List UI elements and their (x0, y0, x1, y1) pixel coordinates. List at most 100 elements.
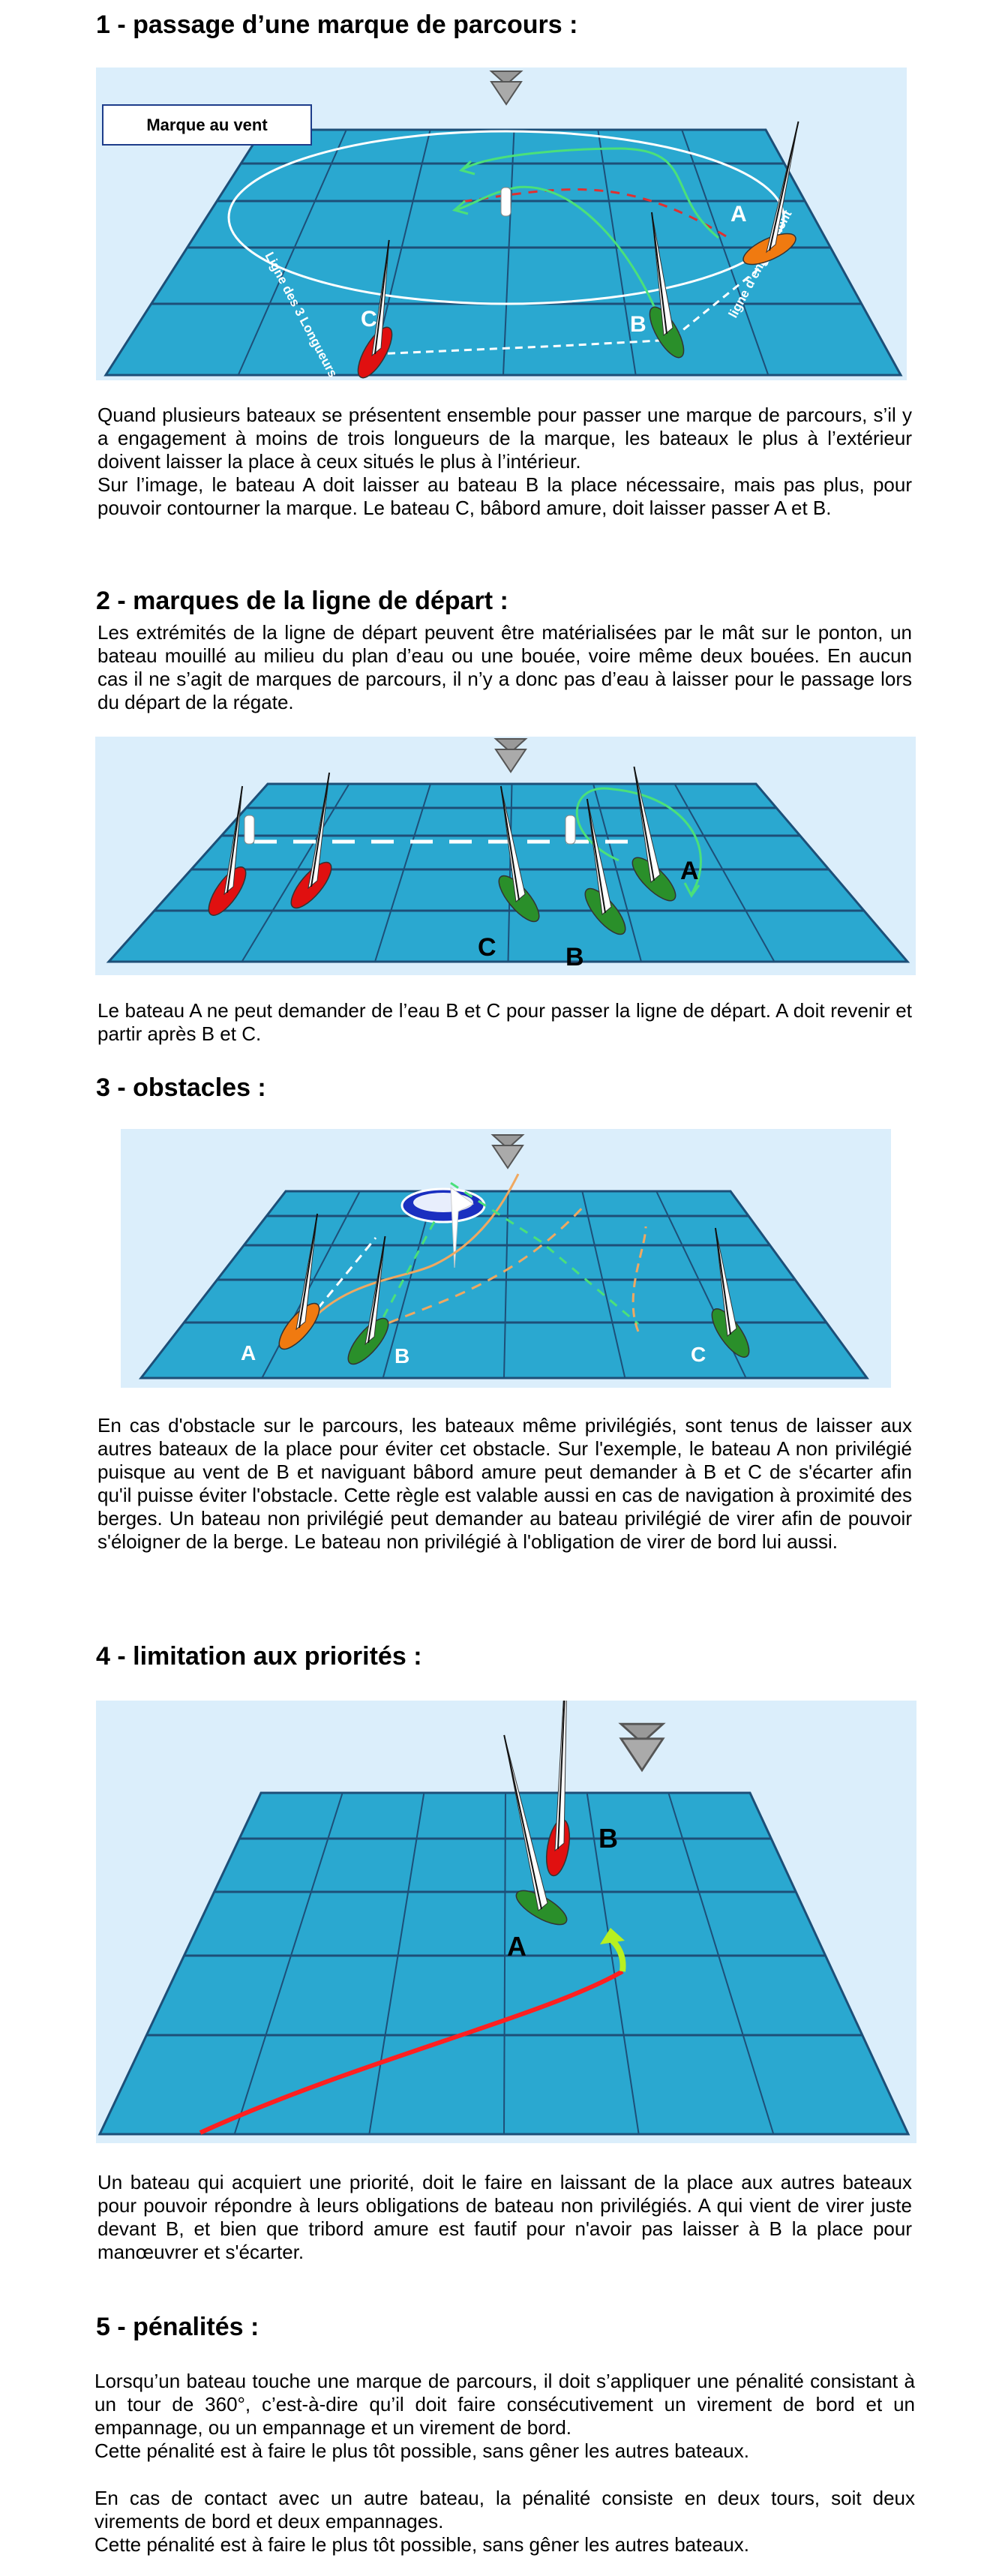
boat-label-b: B (394, 1344, 410, 1368)
section-1-text: Quand plusieurs bateaux se présentent en… (98, 404, 912, 520)
sail (503, 1734, 548, 1911)
penalty-contact-text: En cas de contact avec un autre bateau, … (94, 2487, 915, 2556)
boat-a-green-path (460, 147, 719, 239)
boat-a-path (305, 1173, 520, 1326)
mast (374, 239, 390, 355)
grid-line (668, 1792, 775, 2135)
mast (586, 798, 606, 914)
boat-a-loop-path (575, 787, 702, 895)
grid-line (241, 783, 350, 962)
boat-b (584, 798, 626, 935)
figure-obstacles: A B C (121, 1129, 891, 1388)
mast (368, 1235, 386, 1344)
course-mark-buoy (500, 187, 512, 217)
sail (308, 772, 330, 890)
grid-line (233, 1792, 344, 2135)
paragraph: Cette pénalité est à faire le plus tôt p… (94, 2439, 749, 2462)
mast (503, 1734, 542, 1910)
figure-windward-mark: Ligne des 3 Longueurs ligne d’engagement… (96, 68, 907, 380)
mark-label-box (102, 104, 312, 146)
boat-b-path (371, 1202, 587, 1332)
boat-label-b: B (598, 1823, 618, 1854)
boat-a (503, 1734, 568, 1926)
grid-line (681, 129, 770, 376)
section-5-title: 5 - pénalités : (96, 2313, 260, 2341)
mast (651, 212, 668, 335)
start-buoy-left (244, 815, 255, 845)
sail (296, 1213, 318, 1331)
grid-line (592, 783, 642, 962)
grid-line (503, 1190, 509, 1379)
grid-line (503, 1792, 506, 2135)
boat-a (278, 1213, 320, 1350)
mast (557, 1701, 566, 1850)
boat-a (632, 766, 676, 902)
boat-label-c: C (361, 307, 377, 332)
boat-label-a: A (241, 1341, 256, 1365)
section-2-intro: Les extrémités de la ligne de départ peu… (98, 621, 912, 713)
engagement-line (374, 338, 674, 356)
mast (226, 785, 244, 893)
section-3-title: 3 - obstacles : (96, 1073, 266, 1102)
mast (769, 121, 800, 251)
figure-priority-limit: B A (96, 1701, 916, 2143)
mast (633, 766, 655, 881)
wind-direction-icon (489, 71, 524, 106)
boat-c (498, 785, 540, 923)
section-2-title: 2 - marques de la ligne de départ : (96, 587, 508, 615)
grid-line (581, 1190, 626, 1379)
boat-label-a: A (507, 1931, 526, 1962)
luff-arrowhead (600, 1928, 625, 1944)
grid-line (502, 129, 515, 376)
grid-line (507, 783, 513, 962)
boat-label-a: A (730, 202, 747, 227)
paragraph: Cette pénalité est à faire le plus tôt p… (94, 2533, 749, 2556)
penalty-mark-text: Lorsqu’un bateau touche une marque de pa… (94, 2370, 915, 2463)
wind-direction-icon (494, 738, 528, 773)
boat-label-b: B (566, 943, 584, 971)
boat-label-c: C (691, 1343, 706, 1366)
obstacle-motorboat (400, 1186, 486, 1268)
boat-b (649, 212, 685, 359)
windward-mark-label: Marque au vent (146, 116, 268, 134)
section-3-text: En cas d'obstacle sur le parcours, les b… (98, 1414, 912, 1553)
engagement-line-ab (673, 257, 772, 339)
section-4-text: Un bateau qui acquiert une priorité, doi… (98, 2171, 912, 2263)
boat-label-c: C (478, 933, 496, 962)
grid-line (674, 783, 776, 962)
boat-c (357, 239, 393, 379)
section-1-title: 1 - passage d’une marque de parcours : (96, 11, 578, 39)
grid-line (261, 1190, 361, 1379)
sail (715, 1227, 737, 1337)
boat-a (742, 121, 800, 266)
boat-b (545, 1701, 571, 1877)
mast (714, 1227, 731, 1335)
mast (310, 772, 331, 887)
figure-start-line: A B C (95, 737, 916, 975)
boat-c (711, 1227, 750, 1358)
section-2-caption: Le bateau A ne peut demander de l’eau B … (98, 999, 912, 1045)
grid-line (586, 1792, 640, 2135)
start-buoy-right (565, 815, 576, 845)
paragraph: Quand plusieurs bateaux se présentent en… (98, 404, 912, 473)
boat-b (347, 1235, 389, 1365)
sail (651, 212, 674, 336)
priority-limit-diagram: B A (98, 1701, 910, 2136)
boat-b-alt-path (374, 1181, 639, 1332)
obstacles-diagram: A B C (138, 1134, 869, 1380)
sail (633, 766, 661, 883)
section-4-title: 4 - limitation aux priorités : (96, 1642, 422, 1671)
paragraph: Lorsqu’un bateau touche une marque de pa… (94, 2370, 915, 2439)
boat-a-path (455, 188, 727, 238)
mast (298, 1213, 319, 1329)
grid-line (368, 1792, 425, 2135)
grid-line (382, 1190, 435, 1379)
wind-direction-icon (490, 1134, 525, 1169)
sail (500, 785, 526, 902)
paragraph: Sur l’image, le bateau A doit laisser au… (98, 473, 912, 519)
boat-red-1 (208, 785, 247, 916)
boat-label-b: B (630, 312, 646, 337)
grid-line (237, 129, 347, 376)
boat-b-track (199, 1969, 624, 2135)
paragraph: En cas de contact avec un autre bateau, … (94, 2487, 915, 2532)
